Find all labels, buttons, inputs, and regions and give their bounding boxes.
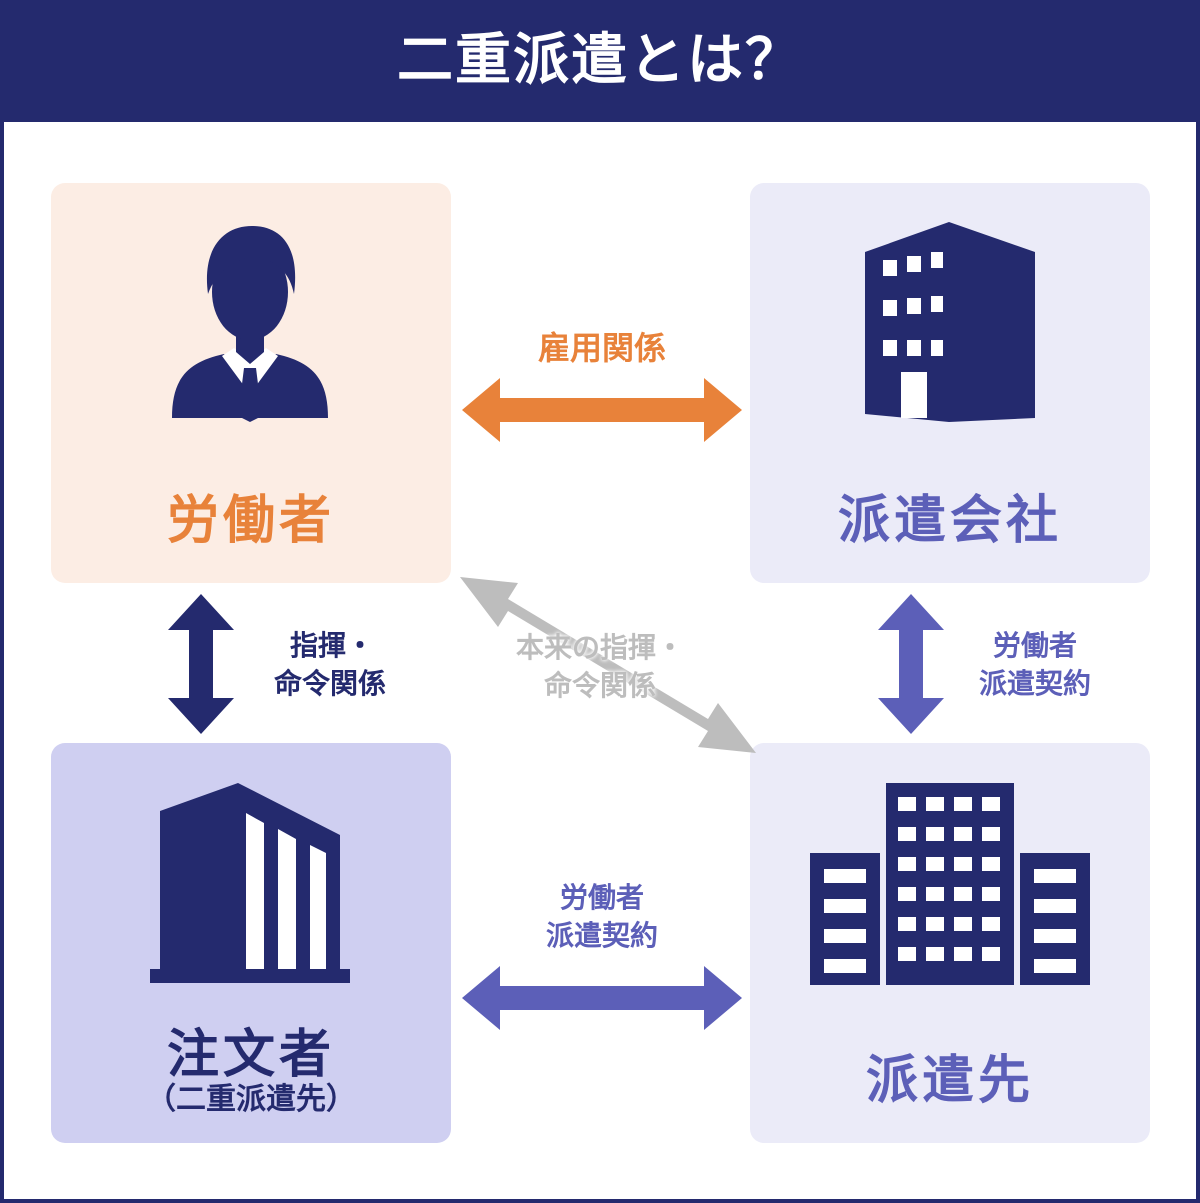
worker-label: 労働者 <box>166 491 335 551</box>
employment-label: 雇用関係 <box>537 329 666 367</box>
command-label-line1: 指揮・ <box>289 629 374 662</box>
dispatch-bottom-label-line1: 労働者 <box>559 881 644 914</box>
orderer-label: 注文者 <box>166 1025 335 1085</box>
original-command-label-line1: 本来の指揮・ <box>515 631 684 664</box>
title-bar <box>0 0 1200 122</box>
original-command-arrow <box>460 577 756 753</box>
company-buildings-icon <box>810 783 1090 985</box>
dispatch-right-label-line1: 労働者 <box>992 629 1077 662</box>
page-title: 二重派遣とは？ <box>397 28 803 93</box>
destination-label: 派遣先 <box>865 1051 1034 1111</box>
command-arrow <box>168 594 234 734</box>
command-label-line2: 命令関係 <box>273 667 386 700</box>
dispatch-right-label-line2: 派遣契約 <box>978 667 1091 700</box>
person-icon <box>172 226 328 422</box>
dispatch-contract-arrow-bottom <box>462 966 742 1030</box>
agency-label: 派遣会社 <box>837 491 1062 551</box>
dispatch-contract-arrow-right <box>878 594 944 734</box>
orderer-sublabel: （二重派遣先） <box>146 1082 356 1117</box>
building-icon <box>865 222 1035 422</box>
dispatch-bottom-label-line2: 派遣契約 <box>545 919 658 952</box>
employment-arrow <box>462 378 742 442</box>
office-building-icon <box>150 783 350 983</box>
original-command-label-line2: 命令関係 <box>543 669 656 702</box>
